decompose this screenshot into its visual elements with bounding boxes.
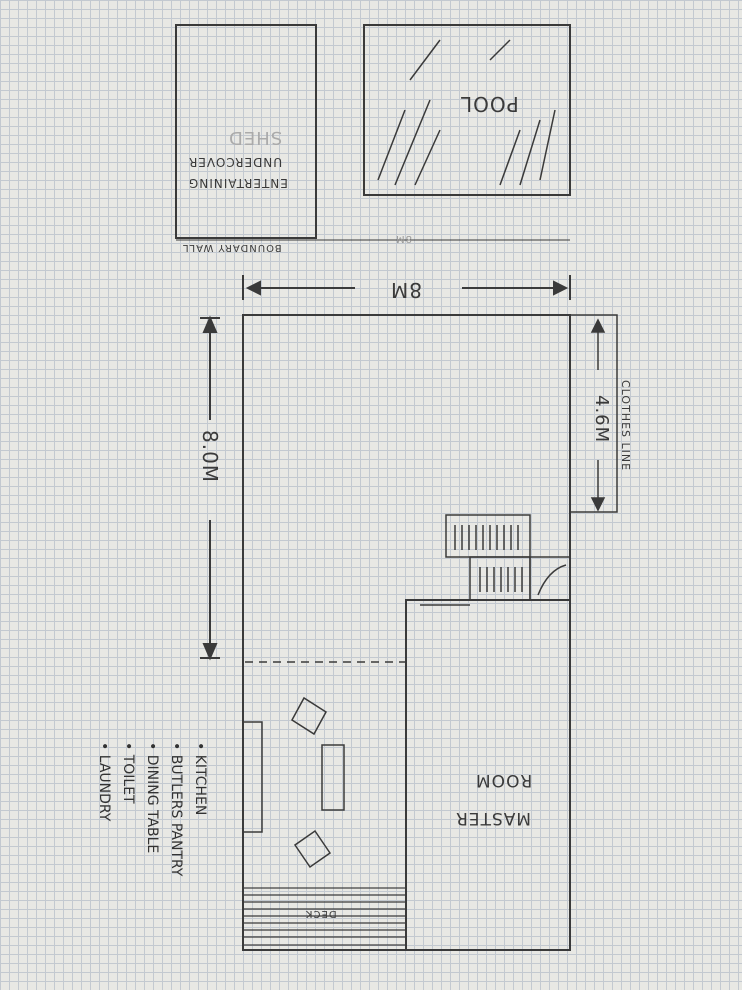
width-arrow <box>242 275 571 300</box>
width-dimension: 8M <box>390 278 422 302</box>
list-item: • LAUNDRY <box>96 742 112 822</box>
pool-hatching <box>377 39 556 186</box>
shed-title: SHED <box>228 127 283 148</box>
kitchen-bench <box>242 721 263 833</box>
boundary-wall-dimension: 8M <box>395 233 412 244</box>
shed-outline <box>175 24 317 239</box>
boundary-wall-label: BOUNDARY WALL <box>182 242 282 253</box>
pool-label: POOL <box>460 92 519 116</box>
shed-label-line1: UNDERCOVER <box>188 155 283 169</box>
clothesline-dimension: 4.6M <box>591 395 612 444</box>
list-item: • KITCHEN <box>192 742 208 816</box>
list-item: • BUTLERS PANTRY <box>168 742 184 877</box>
length-arrow <box>200 315 220 661</box>
dining-table-and-chairs <box>291 696 345 869</box>
master-room-outline <box>405 599 571 951</box>
clothesline-label: CLOTHES LINE <box>619 380 632 472</box>
master-label-line2: ROOM <box>475 770 533 790</box>
rooms-list: • KITCHEN • BUTLERS PANTRY • DINING TABL… <box>92 742 212 876</box>
deck <box>242 887 407 946</box>
list-item: • TOILET <box>120 742 136 804</box>
master-label-line1: MASTER <box>455 808 532 828</box>
shed-label-line2: ENTERTAINING <box>188 176 288 190</box>
length-dimension: 8.0M <box>198 430 222 484</box>
list-item: • DINING TABLE <box>144 742 160 854</box>
stairs <box>445 514 571 601</box>
deck-label: DECK <box>305 908 337 919</box>
clothesline-arrow <box>590 318 606 512</box>
pool-outline <box>363 24 571 196</box>
clothesline-area <box>569 314 618 513</box>
